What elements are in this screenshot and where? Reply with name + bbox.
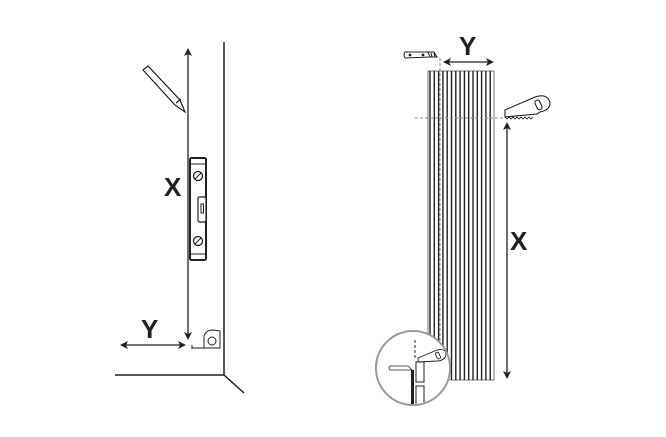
x-label: X xyxy=(510,226,528,256)
utility-knife-icon xyxy=(388,365,413,371)
pencil-icon xyxy=(142,65,187,114)
spirit-level-icon xyxy=(189,157,207,261)
floor-corner xyxy=(223,374,245,394)
tape-measure-icon xyxy=(191,329,221,349)
hand-saw-icon xyxy=(504,95,551,120)
y-label: Y xyxy=(459,31,476,61)
hand-saw-icon xyxy=(417,349,447,363)
y-label: Y xyxy=(141,314,158,344)
detail-magnifier xyxy=(375,330,451,406)
utility-knife-icon xyxy=(403,51,438,59)
wall-scene: X Y xyxy=(115,42,245,394)
slatted-panel xyxy=(427,70,495,381)
x-label: X xyxy=(164,172,182,202)
panel-scene: Y X xyxy=(375,31,551,406)
